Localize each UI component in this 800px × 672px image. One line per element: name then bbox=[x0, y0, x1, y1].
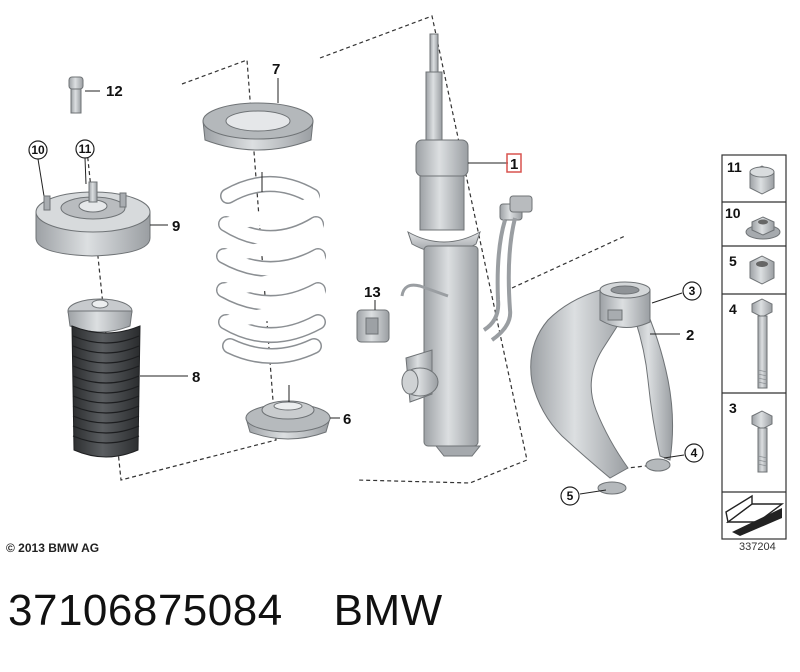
copyright-notice: © 2013 BMW AG bbox=[6, 541, 100, 555]
callout-2: 2 bbox=[686, 327, 694, 344]
legend-label-11: 11 bbox=[727, 159, 742, 175]
part-8-dust-boot: 8 bbox=[67, 298, 200, 458]
legend-label-10: 10 bbox=[725, 205, 741, 221]
brand-name: BMW bbox=[333, 586, 443, 635]
diagram-number: 337204 bbox=[739, 541, 776, 553]
long-bolt-icon bbox=[751, 298, 773, 389]
flange-nut-icon bbox=[745, 216, 781, 240]
svg-text:10: 10 bbox=[31, 143, 45, 157]
callout-12: 12 bbox=[106, 83, 123, 100]
short-bolt-icon bbox=[751, 410, 773, 473]
callout-1: 1 bbox=[510, 156, 518, 173]
legend-label-5: 5 bbox=[729, 253, 737, 269]
part-13-clip: 13 bbox=[356, 284, 390, 343]
arrow-icon bbox=[725, 494, 785, 536]
callout-6: 6 bbox=[343, 411, 351, 428]
part-2-knuckle: 2 bbox=[530, 281, 694, 495]
caption: 37106875084 BMW bbox=[8, 586, 443, 636]
callout-5-circle: 5 bbox=[560, 486, 607, 506]
callout-10-circle: 10 bbox=[28, 140, 48, 197]
callout-11-circle: 11 bbox=[75, 139, 95, 185]
svg-text:4: 4 bbox=[691, 446, 698, 460]
legend-label-3: 3 bbox=[729, 400, 737, 416]
hardware-legend: 11 10 5 4 3 bbox=[721, 154, 787, 540]
callout-3-circle: 3 bbox=[651, 281, 702, 304]
part-6-lower-pad: 6 bbox=[245, 385, 351, 440]
callout-8: 8 bbox=[192, 369, 200, 386]
svg-text:11: 11 bbox=[79, 142, 92, 156]
callout-7: 7 bbox=[272, 61, 280, 78]
coil-spring bbox=[216, 172, 326, 364]
part-number: 37106875084 bbox=[8, 586, 283, 635]
part-1-strut: 1 bbox=[400, 33, 533, 457]
part-9-top-mount: 9 bbox=[35, 181, 180, 257]
hex-nut-icon bbox=[749, 255, 775, 285]
svg-text:3: 3 bbox=[689, 284, 696, 298]
cap-nut-icon bbox=[749, 165, 775, 195]
callout-4-circle: 4 bbox=[663, 443, 704, 463]
svg-text:5: 5 bbox=[567, 489, 574, 503]
part-7-spring-seat: 7 bbox=[202, 61, 314, 151]
callout-9: 9 bbox=[172, 218, 180, 235]
legend-label-4: 4 bbox=[729, 301, 737, 317]
part-12-stud: 12 bbox=[68, 76, 123, 114]
callout-13: 13 bbox=[364, 284, 381, 301]
